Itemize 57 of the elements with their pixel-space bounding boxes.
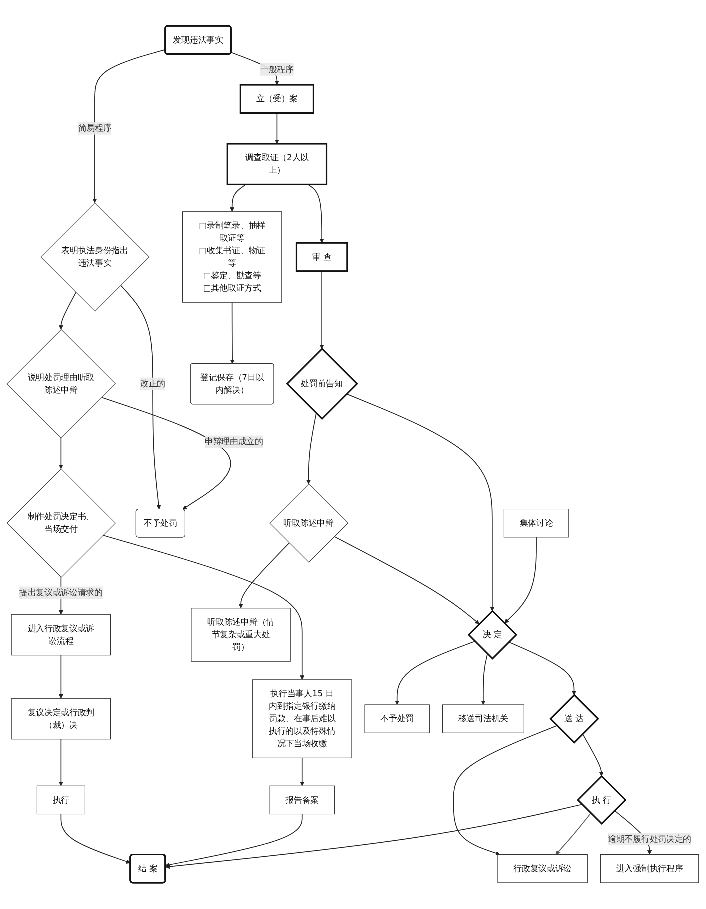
arrow (102, 535, 305, 680)
arrow (165, 814, 303, 868)
edge-label: 简易程序 (78, 123, 112, 134)
node-box: 听取陈述申辩（情节复杂或重大处罚） (191, 608, 291, 662)
node-box: 调查取证（2人以上） (226, 143, 328, 186)
node-diamond: 表明执法身份指出违法事实 (40, 202, 150, 312)
arrow (453, 725, 558, 856)
arrow (274, 112, 280, 144)
node-diamond: 送 达 (550, 694, 600, 744)
arrow (481, 654, 488, 706)
arrow (120, 285, 162, 510)
arrow (504, 537, 537, 624)
node-box: 不予处罚 (364, 704, 430, 734)
arrow (58, 292, 76, 330)
node-box: 立（受）案 (240, 84, 314, 114)
node-box: 执行 (36, 786, 86, 815)
edge-label: 提出复议或诉讼请求的 (19, 588, 103, 598)
node-box: □录制笔录、抽样取证等 □收集书证、物证等 □鉴定、勘查等 □其他取证方式 (182, 212, 282, 303)
node-diamond: 制作处罚决定书、当场交付 (6, 468, 116, 578)
arrow (346, 394, 495, 612)
arrow (101, 397, 232, 510)
arrow (238, 542, 290, 609)
node-box: 进入行政复议或诉讼流程 (11, 614, 111, 656)
arrow (165, 804, 583, 870)
node-diamond: 说明处罚理由听取陈述申辩 (6, 329, 116, 439)
arrow (58, 438, 64, 470)
arrow (58, 738, 64, 786)
arrow (395, 641, 476, 706)
arrow (508, 642, 577, 696)
node-box: 执行当事人15 日内到指定银行缴纳罚款、在事后难以执行的以及特殊情况下当场收缴 (252, 680, 352, 758)
node-diamond: 听取陈述申辩 (270, 484, 349, 563)
arrow (320, 270, 324, 350)
arrow (582, 734, 604, 777)
node-box: 复议决定或行政判（裁）决 (11, 698, 111, 740)
node-diamond: 决 定 (468, 610, 518, 660)
node-diamond: 执 行 (577, 775, 627, 826)
arrow (230, 184, 247, 212)
arrow (60, 814, 131, 864)
edge-label: 一般程序 (260, 64, 294, 74)
arrow (334, 536, 480, 624)
node-box: 审 查 (296, 242, 348, 272)
arrow (230, 302, 235, 364)
edge-label: 逾期不履行处罚决定的 (608, 834, 692, 844)
node-diamond: 处罚前告知 (286, 348, 358, 420)
node-box: 移送司法机关 (442, 704, 524, 734)
edge-label: 申辩理由成立的 (204, 436, 264, 447)
node-box: 集体讨论 (504, 509, 570, 538)
arrow (308, 184, 324, 244)
arrow (306, 412, 317, 484)
arrow (556, 812, 592, 855)
arrow (92, 49, 166, 204)
arrow (300, 758, 305, 786)
node-box: 行政复议或诉讼 (498, 854, 588, 884)
arrow (58, 654, 64, 699)
node-box: 报告备案 (270, 786, 335, 815)
node-box: 进入强制执行程序 (600, 854, 700, 884)
edge-label: 改正的 (140, 378, 166, 389)
